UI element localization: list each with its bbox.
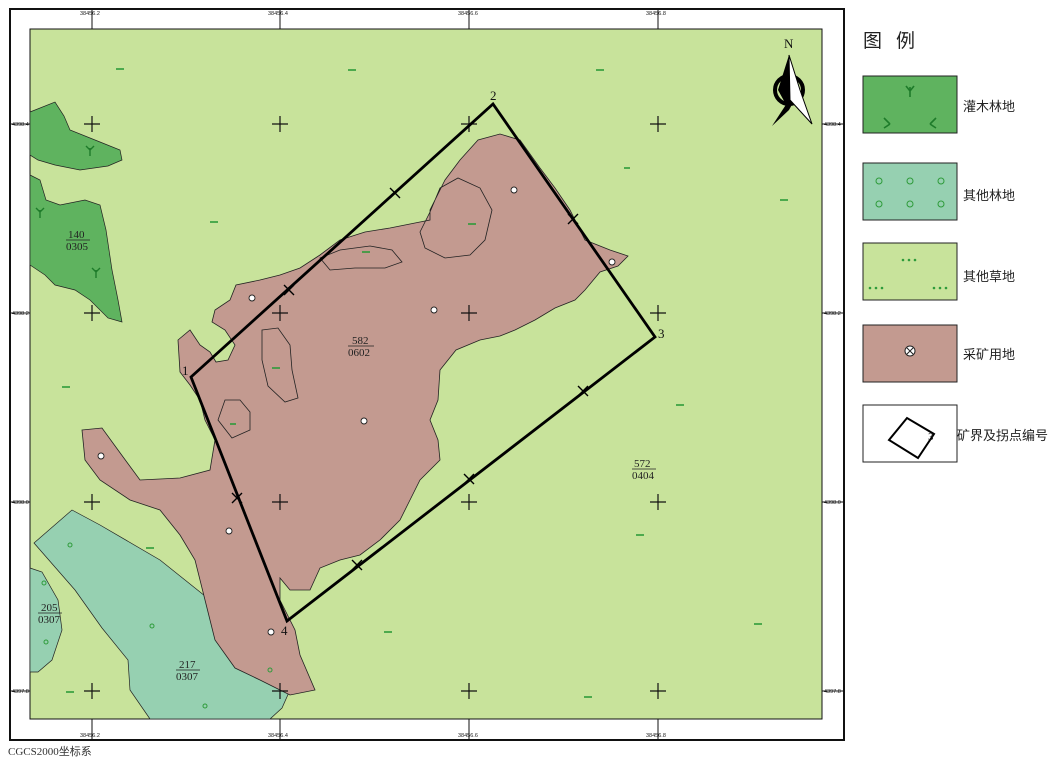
parcel-code-top: 582	[352, 335, 369, 347]
legend-swatch-shrubland	[862, 75, 958, 134]
corner-point-label: 2	[490, 88, 497, 103]
legend-title: 图例	[863, 30, 930, 52]
x-tick-label-top: 38456.8	[646, 11, 666, 17]
x-tick-label-bottom: 38456.2	[80, 733, 100, 739]
grid-tick-labels: 38456.2 38456.4 38456.6 38456.8 38456.2 …	[12, 11, 841, 739]
corner-point-label: 3	[658, 326, 665, 341]
frame-ticks	[10, 9, 844, 740]
parcel-code-bottom: 0404	[632, 470, 655, 482]
mining-symbols	[97, 186, 616, 636]
x-tick-label-bottom: 38456.4	[268, 733, 288, 739]
x-tick-label-bottom: 38456.8	[646, 733, 666, 739]
y-tick-label-right: 4397.8	[824, 689, 841, 695]
corner-point-label: 1	[182, 363, 189, 378]
coordinate-system-note: CGCS2000坐标系	[8, 746, 92, 758]
y-tick-label-right: 4398.4	[824, 122, 841, 128]
grassland-symbols	[62, 68, 788, 698]
parcel-code-top: 572	[634, 458, 651, 470]
parcel-code-bottom: 0307	[176, 671, 199, 683]
y-tick-label-right: 4398.0	[824, 500, 841, 506]
shrubland-patch	[29, 101, 123, 171]
x-tick-label-top: 38456.6	[458, 11, 478, 17]
parcel-code-bottom: 0307	[38, 614, 61, 626]
north-arrow-icon: N	[772, 36, 813, 126]
x-tick-label-bottom: 38456.6	[458, 733, 478, 739]
parcel-code-bottom: 0602	[348, 347, 370, 359]
mining-land	[81, 133, 629, 696]
legend-label-other-forest: 其他林地	[963, 189, 1016, 204]
y-tick-label-left: 4397.8	[12, 689, 29, 695]
shrubland-patch	[29, 174, 123, 323]
mine-boundary: 1 2 3 4	[182, 88, 665, 638]
legend-boundary-number: 3	[928, 431, 934, 443]
legend-label-grassland: 其他草地	[963, 270, 1016, 285]
other-forest-patch	[29, 567, 63, 673]
legend-label-shrubland: 灌木林地	[963, 100, 1016, 115]
x-tick-label-top: 38456.4	[268, 11, 288, 17]
parcel-code-bottom: 0305	[66, 241, 89, 253]
y-tick-label-left: 4398.0	[12, 500, 29, 506]
parcel-code-top: 140	[68, 229, 85, 241]
parcel-code-top: 217	[179, 659, 196, 671]
corner-point-label: 4	[281, 623, 288, 638]
parcel-labels: 140 0305 582 0602 572 0404 205 0307 217 …	[38, 229, 656, 683]
grid-crosses	[84, 116, 666, 699]
y-tick-label-left: 4398.2	[12, 311, 29, 317]
legend-label-boundary: 矿界及拐点编号	[957, 429, 1049, 444]
legend-label-mining: 采矿用地	[963, 348, 1016, 363]
parcel-code-top: 205	[41, 602, 58, 614]
north-label: N	[784, 36, 794, 51]
y-tick-label-left: 4398.4	[12, 122, 29, 128]
legend-swatch-grassland	[862, 242, 958, 301]
legend-swatch-other-forest	[862, 162, 958, 221]
y-tick-label-right: 4398.2	[824, 311, 841, 317]
legend-swatches: 3	[862, 75, 958, 463]
forest-symbols	[41, 542, 273, 709]
x-tick-label-top: 38456.2	[80, 11, 100, 17]
shrub-symbols	[35, 145, 101, 278]
